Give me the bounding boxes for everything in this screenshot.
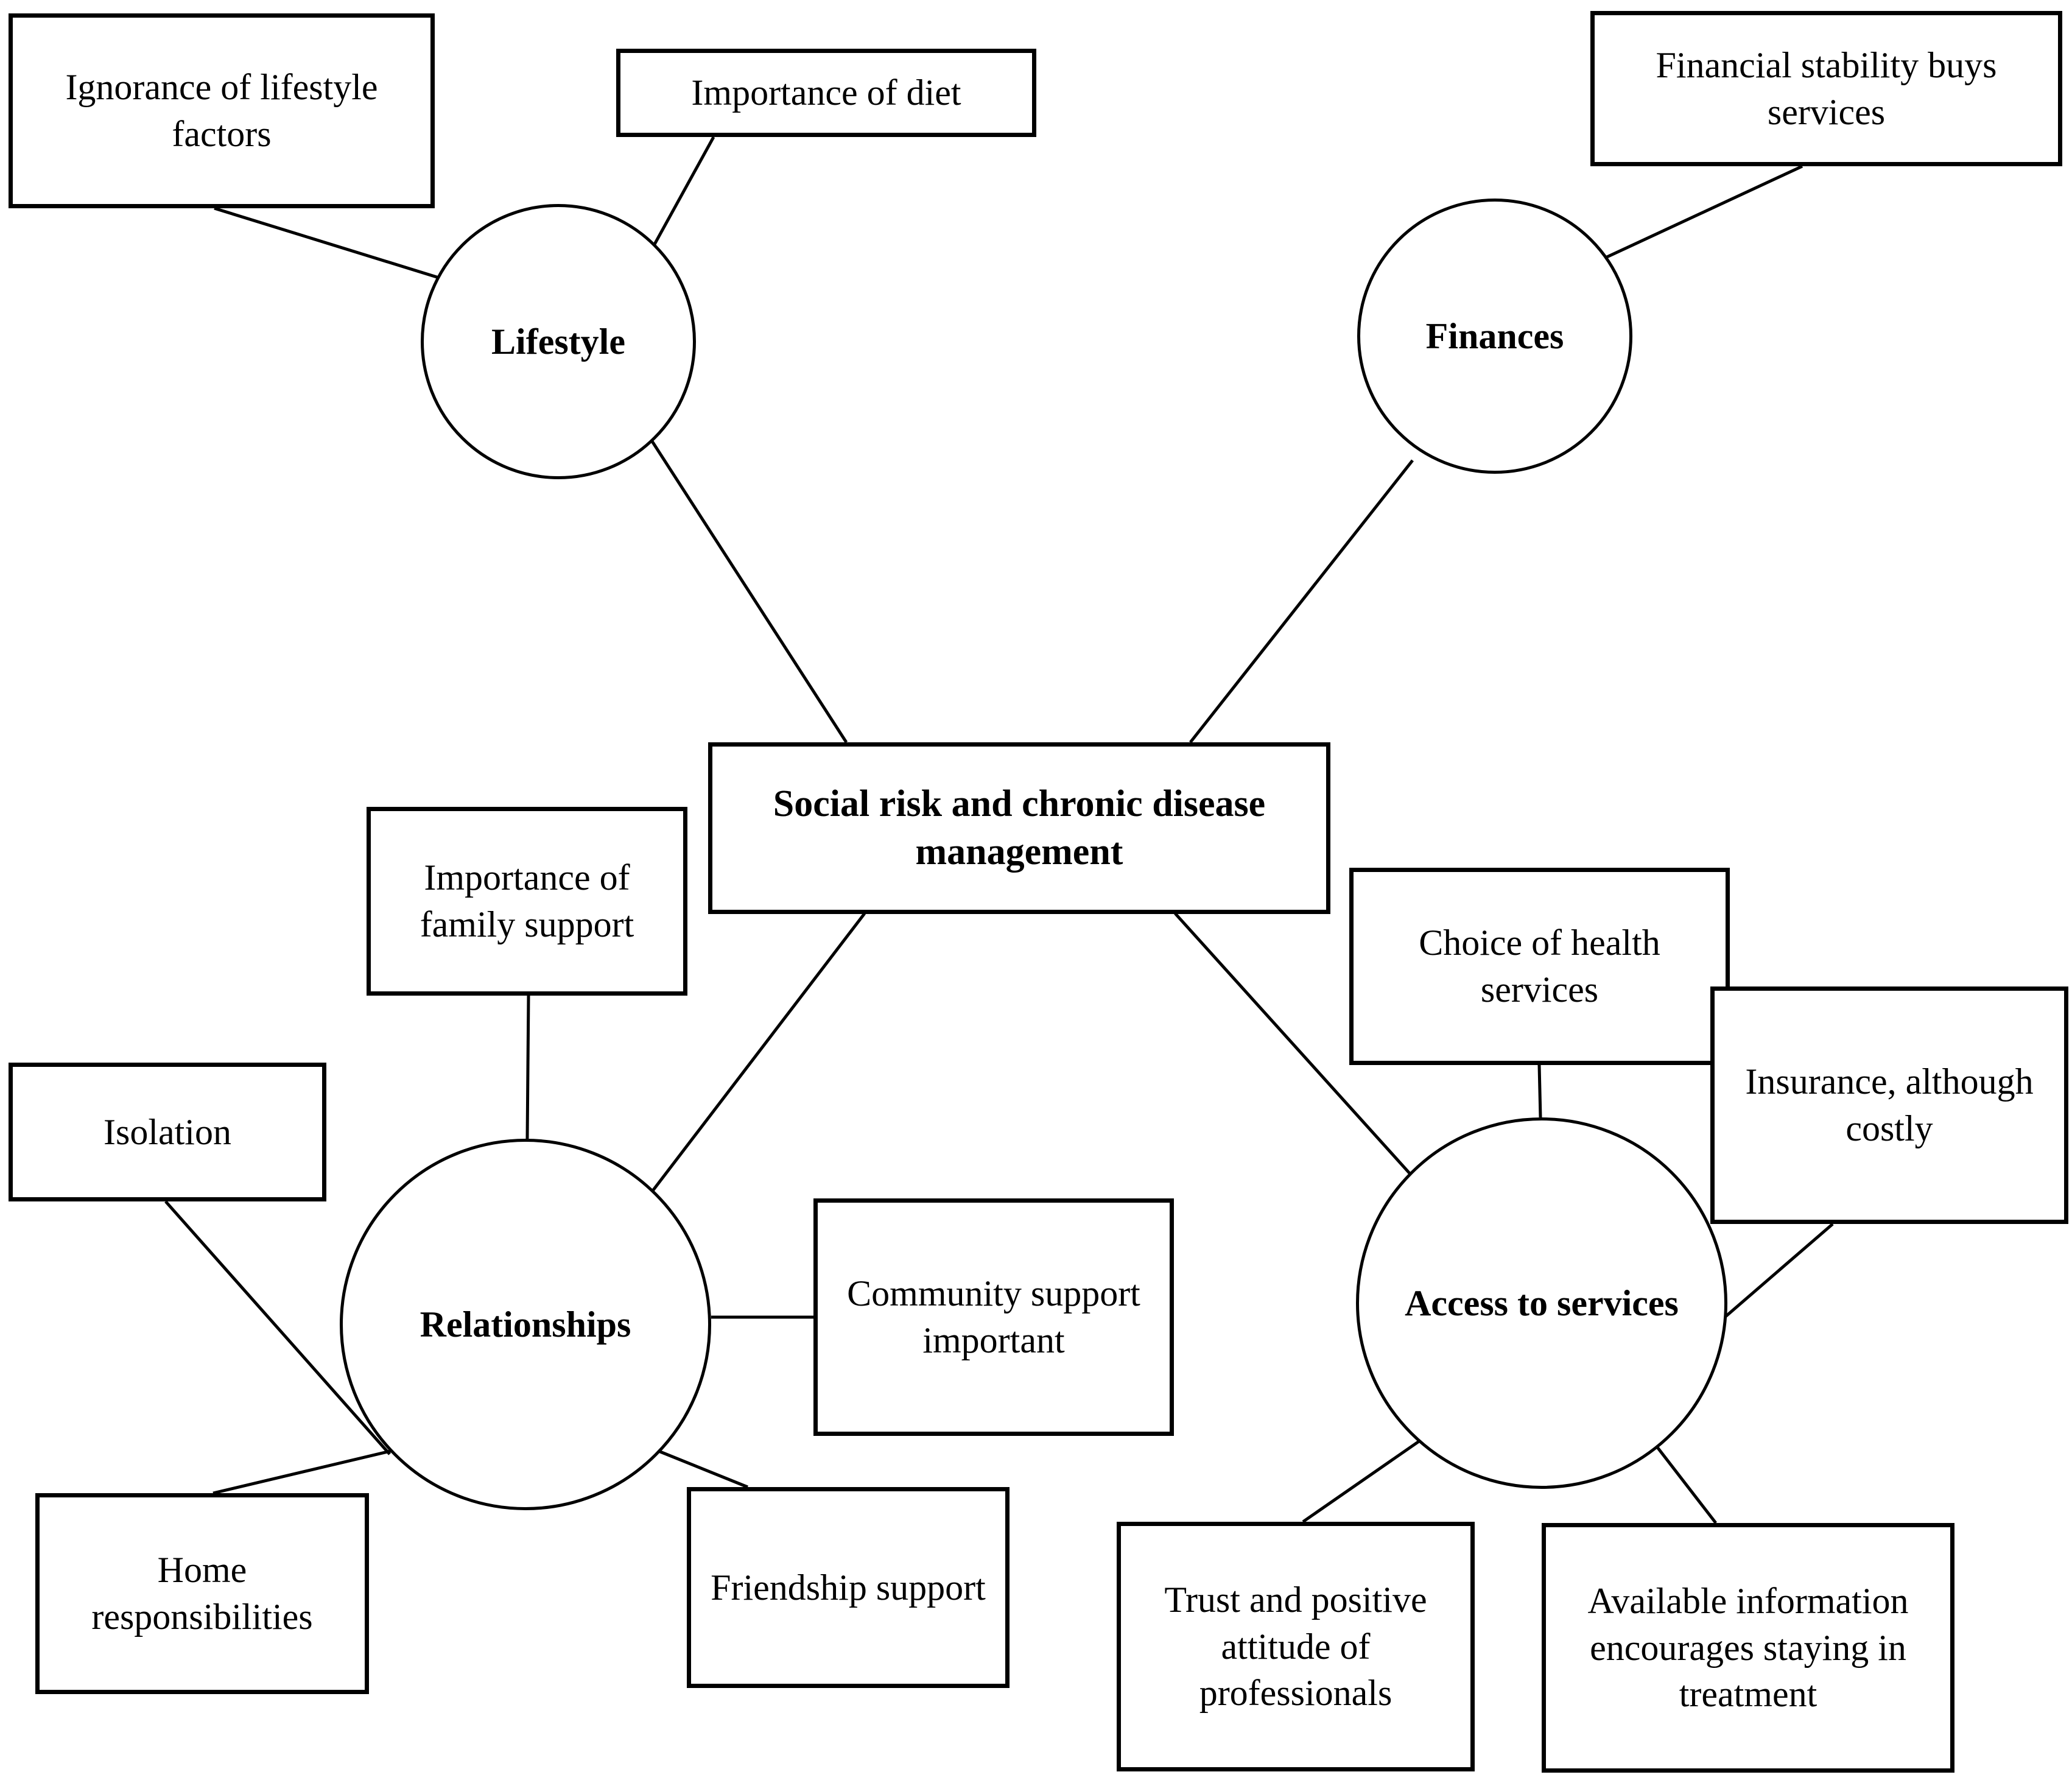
theme-node-finances-label: Finances (1425, 315, 1564, 356)
leaf-node-importance-family-support-label: Importance of family support (420, 857, 634, 944)
theme-node-relationships-label: Relationships (420, 1304, 631, 1345)
leaf-node-financial-stability[interactable]: Financial stability buys services (1590, 11, 2062, 166)
leaf-node-available-information[interactable]: Available information encourages staying… (1542, 1523, 1954, 1773)
theme-node-relationships[interactable]: Relationships (340, 1139, 711, 1510)
leaf-node-trust-positive-attitude[interactable]: Trust and positive attitude of professio… (1117, 1522, 1475, 1771)
leaf-node-friendship-support[interactable]: Friendship support (687, 1487, 1010, 1688)
leaf-node-importance-of-diet[interactable]: Importance of diet (616, 49, 1036, 137)
edge-financial-to-finances (1595, 164, 1803, 264)
leaf-node-isolation-label: Isolation (104, 1111, 231, 1152)
edge-ignorance-to-lifestyle (214, 206, 451, 283)
leaf-node-friendship-support-label: Friendship support (711, 1567, 986, 1608)
leaf-node-trust-positive-attitude-label: Trust and positive attitude of professio… (1164, 1579, 1427, 1714)
theme-node-lifestyle-label: Lifestyle (491, 321, 625, 362)
edge-choice-to-access (1537, 1064, 1542, 1118)
leaf-node-choice-of-health-services-label: Choice of health services (1419, 923, 1660, 1010)
leaf-node-ignorance-lifestyle-factors[interactable]: Ignorance of lifestyle factors (9, 13, 435, 208)
leaf-node-insurance-although-costly-label: Insurance, although costly (1745, 1061, 2034, 1148)
central-node-social-risk[interactable]: Social risk and chronic disease manageme… (708, 742, 1330, 914)
theme-node-access-label: Access to services (1405, 1282, 1679, 1323)
leaf-node-financial-stability-label: Financial stability buys services (1656, 44, 1997, 132)
leaf-node-available-information-label: Available information encourages staying… (1587, 1580, 1909, 1715)
leaf-node-importance-of-diet-label: Importance of diet (691, 72, 961, 113)
leaf-node-home-responsibilities[interactable]: Home responsibilities (35, 1493, 369, 1694)
theme-node-finances[interactable]: Finances (1357, 199, 1632, 474)
leaf-node-isolation[interactable]: Isolation (9, 1063, 326, 1201)
edge-finances-to-central (1189, 459, 1414, 744)
leaf-node-importance-family-support[interactable]: Importance of family support (367, 807, 687, 996)
leaf-node-ignorance-lifestyle-factors-label: Ignorance of lifestyle factors (65, 67, 378, 154)
leaf-node-community-support[interactable]: Community support important (813, 1198, 1174, 1436)
edge-friendship-to-relationships (646, 1444, 748, 1489)
edge-home-to-relationships (212, 1449, 393, 1495)
leaf-node-choice-of-health-services[interactable]: Choice of health services (1349, 868, 1730, 1065)
theme-node-lifestyle[interactable]: Lifestyle (421, 204, 696, 479)
central-node-social-risk-label: Social risk and chronic disease manageme… (773, 782, 1266, 873)
leaf-node-community-support-label: Community support important (847, 1273, 1140, 1360)
edge-trust-to-access (1302, 1430, 1433, 1524)
leaf-node-home-responsibilities-label: Home responsibilities (91, 1550, 313, 1637)
edge-family-to-relationships (525, 995, 530, 1139)
theme-node-access[interactable]: Access to services (1356, 1117, 1727, 1489)
edge-lifestyle-to-central (648, 437, 848, 744)
leaf-node-insurance-although-costly[interactable]: Insurance, although costly (1710, 986, 2068, 1224)
